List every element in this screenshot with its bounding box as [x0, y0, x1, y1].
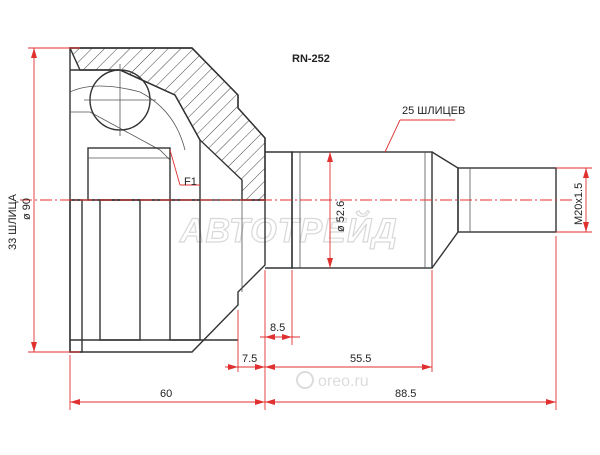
dimension-lines: [28, 47, 592, 410]
part-number: RN-252: [292, 53, 330, 65]
site-watermark: oreo.ru: [296, 371, 369, 390]
dim-55-5: 55.5: [350, 353, 371, 365]
dim-8-5: 8.5: [270, 322, 285, 334]
brand-watermark: АВТОТРЕЙД: [179, 211, 398, 250]
outer-splines-label: 33 ШЛИЦА: [7, 193, 19, 250]
dim-88-5: 88.5: [395, 388, 416, 400]
inner-splines-label: 25 ШЛИЦЕВ: [402, 105, 465, 117]
outer-diameter-label: ø 90: [21, 198, 33, 220]
dim-7-5: 7.5: [242, 353, 257, 365]
flag-label: F1: [184, 176, 197, 188]
shaft: [265, 151, 557, 269]
dim-60: 60: [160, 388, 172, 400]
svg-text:oreo.ru: oreo.ru: [318, 373, 369, 390]
thread-label: M20x1.5: [573, 183, 585, 225]
shaft-diameter-label: ø 52.6: [335, 201, 347, 232]
